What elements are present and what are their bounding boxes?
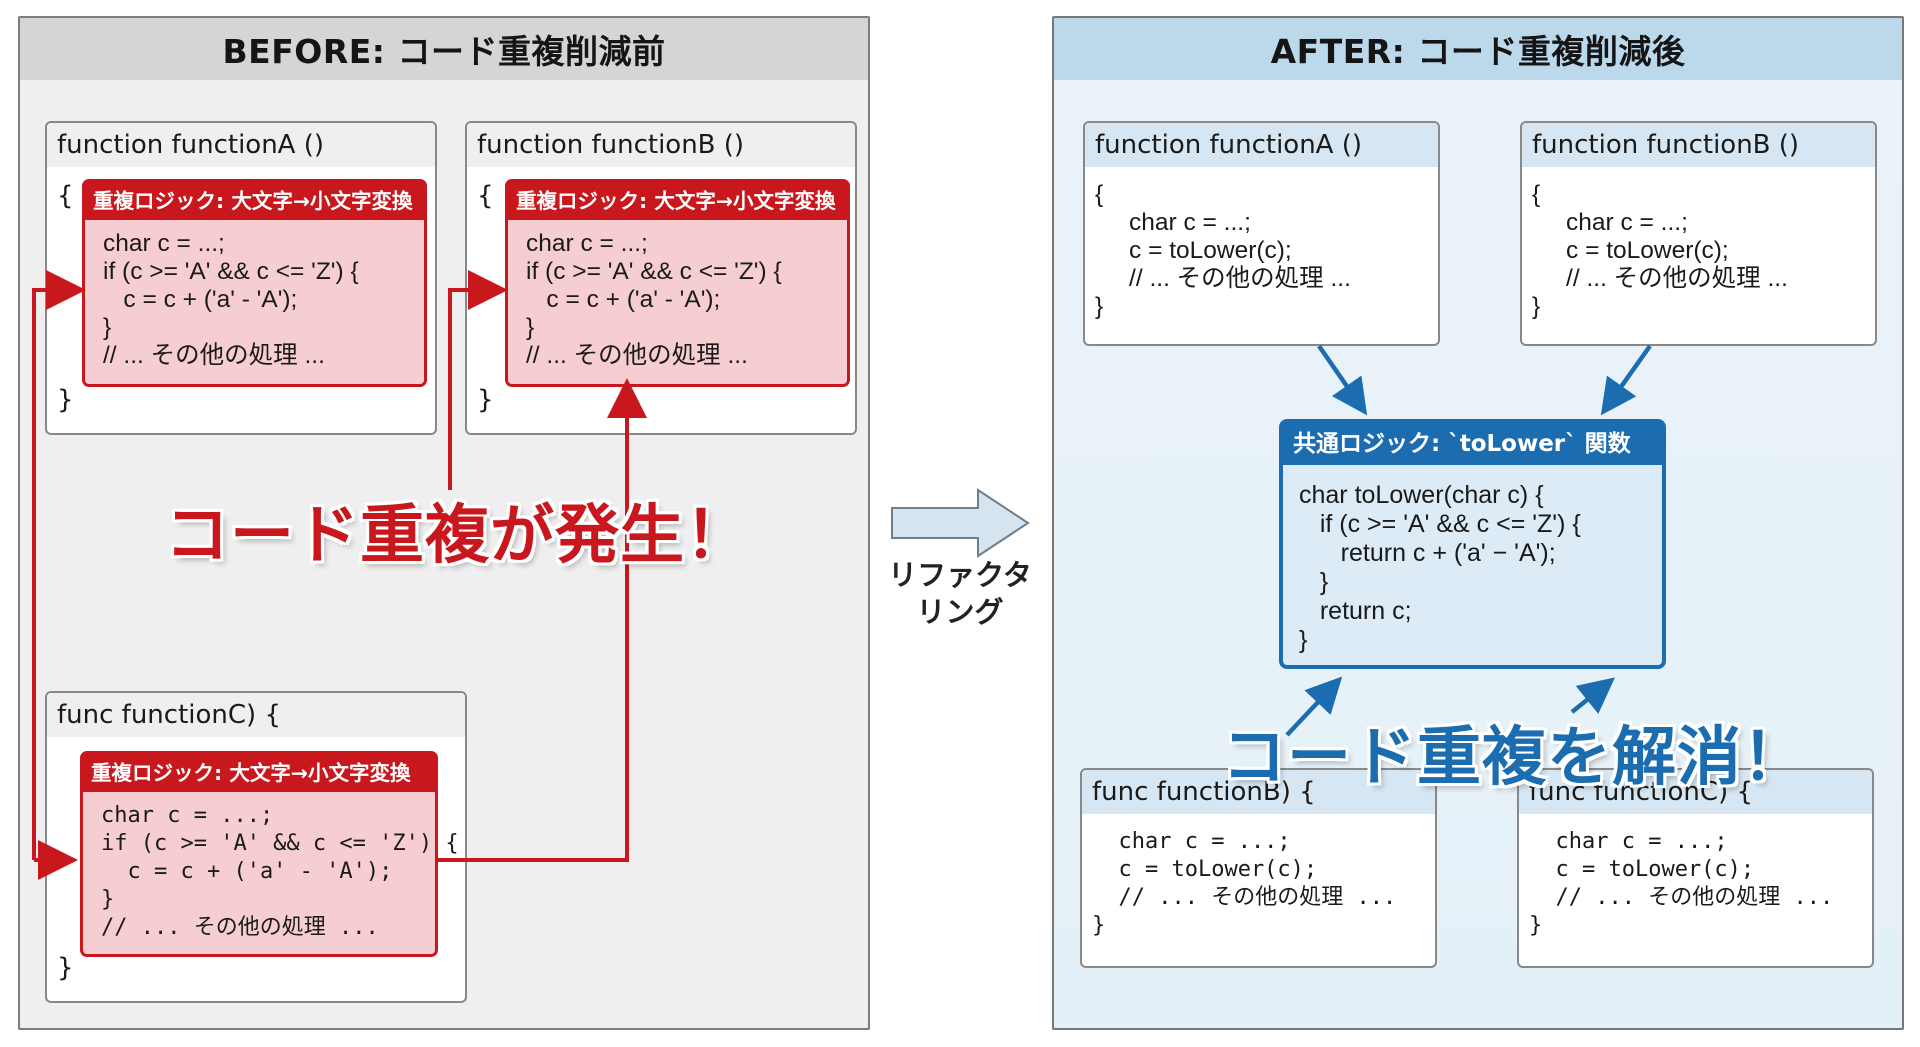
function-code: { char c = ...; c = toLower(c); // ... そ… <box>1532 181 1788 320</box>
duplicate-code: char c = ...; if (c >= 'A' && c <= 'Z') … <box>526 230 782 369</box>
close-brace: } <box>477 385 494 415</box>
duplicate-logic-label: 重複ロジック: 大文字→小文字変換 <box>508 182 847 220</box>
function-title: function functionA () <box>1085 123 1438 167</box>
duplication-occurs-slogan: コード重複が発生！ <box>165 499 750 573</box>
common-logic-label: 共通ロジック: `toLower` 関数 <box>1283 423 1662 465</box>
after-function-b-call: func functionB) { char c = ...; c = toLo… <box>1080 768 1437 968</box>
duplicate-logic-block: 重複ロジック: 大文字→小文字変換 char c = ...; if (c >=… <box>82 179 427 387</box>
function-title: func functionC) { <box>1519 770 1872 814</box>
function-code: char c = ...; c = toLower(c); // ... その他… <box>1529 829 1834 938</box>
function-code: char c = ...; c = toLower(c); // ... その他… <box>1092 829 1397 938</box>
common-logic-block: 共通ロジック: `toLower` 関数 char toLower(char c… <box>1279 419 1666 669</box>
duplicate-code: char c = ...; if (c >= 'A' && c <= 'Z') … <box>101 803 459 940</box>
before-header: BEFORE: コード重複削減前 <box>20 18 868 80</box>
close-brace: } <box>57 385 74 415</box>
function-title: function functionB () <box>467 123 855 167</box>
duplicate-code: char c = ...; if (c >= 'A' && c <= 'Z') … <box>103 230 359 369</box>
duplicate-logic-label: 重複ロジック: 大文字→小文字変換 <box>85 182 424 220</box>
after-header: AFTER: コード重複削減後 <box>1054 18 1902 80</box>
after-function-a: function functionA () { char c = ...; c … <box>1083 121 1440 346</box>
close-brace: } <box>57 953 74 983</box>
refactoring-label: リファクタ リング <box>880 557 1040 631</box>
function-title: func functionB) { <box>1082 770 1435 814</box>
function-title: function functionA () <box>47 123 435 167</box>
after-function-c: func functionC) { char c = ...; c = toLo… <box>1517 768 1874 968</box>
after-function-b: function functionB () { char c = ...; c … <box>1520 121 1877 346</box>
duplicate-logic-block: 重複ロジック: 大文字→小文字変換 char c = ...; if (c >=… <box>505 179 850 387</box>
before-function-c: func functionC) { } 重複ロジック: 大文字→小文字変換 ch… <box>45 691 467 1003</box>
refactor-arrow-icon <box>891 488 1030 558</box>
duplication-resolved-slogan: コード重複を解消！ <box>1222 721 1807 795</box>
before-function-b: function functionB () { } 重複ロジック: 大文字→小文… <box>465 121 857 435</box>
function-code: { char c = ...; c = toLower(c); // ... そ… <box>1095 181 1351 320</box>
duplicate-logic-label: 重複ロジック: 大文字→小文字変換 <box>83 754 435 792</box>
refactoring-label-line2: リング <box>916 595 1004 629</box>
duplicate-logic-block: 重複ロジック: 大文字→小文字変換 char c = ...; if (c >=… <box>80 751 459 957</box>
common-logic-code: char toLower(char c) { if (c >= 'A' && c… <box>1299 481 1581 654</box>
refactoring-label-line1: リファクタ <box>888 558 1032 592</box>
function-title: func functionC) { <box>47 693 465 737</box>
function-title: function functionB () <box>1522 123 1875 167</box>
open-brace: { <box>57 181 74 211</box>
before-function-a: function functionA () { } 重複ロジック: 大文字→小文… <box>45 121 437 435</box>
open-brace: { <box>477 181 494 211</box>
